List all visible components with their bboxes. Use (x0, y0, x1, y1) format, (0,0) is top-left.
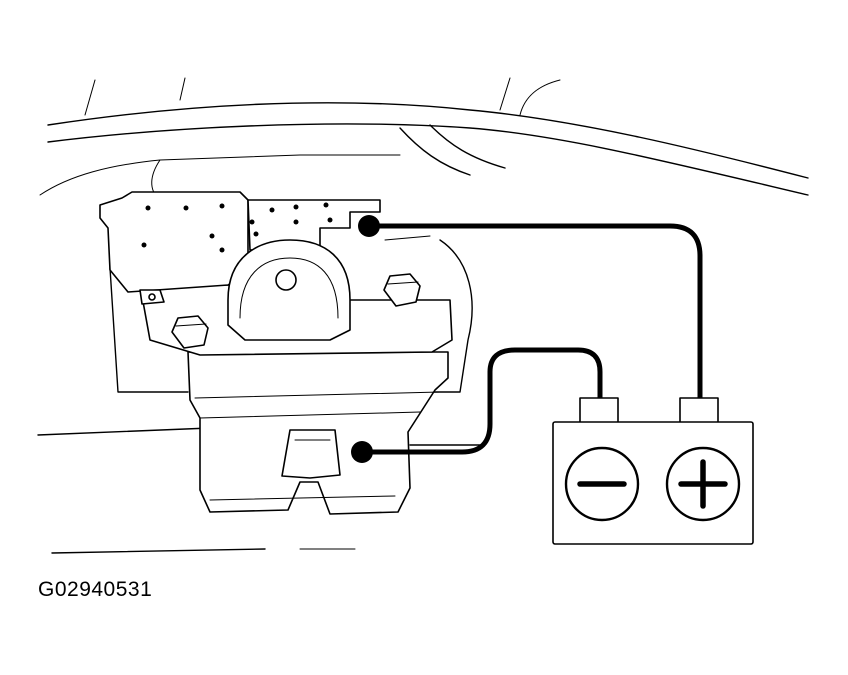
body-panel-outline (37, 77, 809, 554)
test-leads (351, 215, 703, 463)
plus-icon (665, 446, 741, 522)
door-lock-actuator (99, 191, 453, 515)
bolt-left (171, 315, 209, 349)
minus-icon (564, 446, 640, 522)
bracket-rivets (249, 202, 333, 237)
battery (552, 397, 754, 545)
battery-negative-post (579, 397, 619, 425)
negative-lead (359, 347, 603, 455)
motor-box-rivets (141, 203, 225, 253)
actuator-terminal (358, 215, 380, 237)
bolt-right (383, 273, 421, 307)
battery-positive-post (679, 397, 719, 425)
figure-code: G02940531 (38, 578, 153, 601)
positive-lead (371, 223, 703, 405)
housing-terminal (351, 441, 373, 463)
